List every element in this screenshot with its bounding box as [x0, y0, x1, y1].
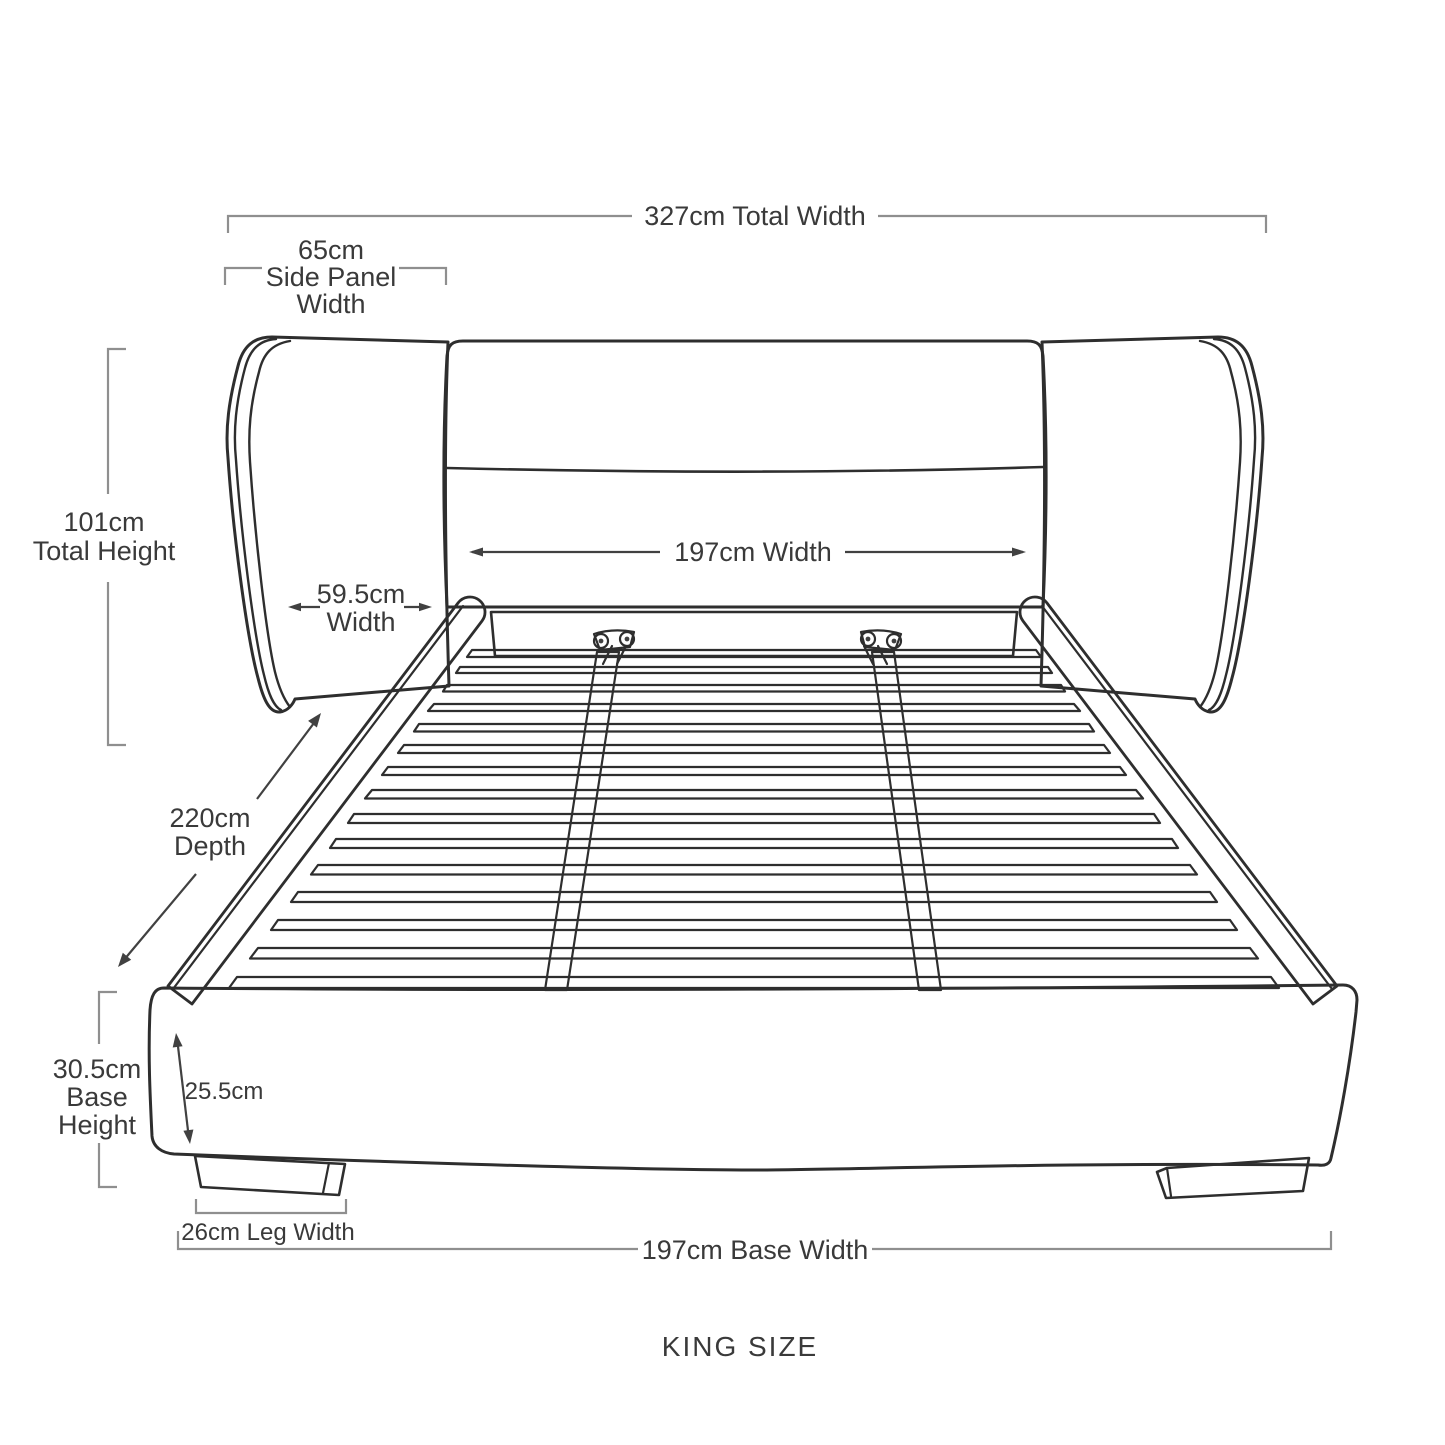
side-panel-width-line3: Width: [296, 289, 365, 319]
right-side-panel: [1039, 335, 1265, 714]
leg-front-height-label: 25.5cm: [185, 1078, 264, 1105]
headboard: [442, 339, 1048, 609]
dimension-leg-front-height: 25.5cm: [172, 1033, 264, 1144]
dimension-annotations: 327cm Total Width 65cm Side Panel Width …: [33, 201, 1333, 1362]
bed-line-art: [147, 335, 1359, 1200]
slats: [227, 648, 1281, 990]
left-panel-roll-line-inner: [248, 339, 292, 709]
dimension-headboard-width: 197cm Width: [469, 537, 1026, 567]
total-height-line2: Total Height: [33, 536, 176, 566]
base-panel: [147, 983, 1359, 1172]
depth-line2: Depth: [174, 831, 246, 861]
panel-face-width-line2: Width: [326, 607, 395, 637]
dimension-leg-width: 26cm Leg Width: [181, 1199, 355, 1246]
depth-line1: 220cm: [169, 803, 250, 833]
headboard-seam: [445, 465, 1045, 473]
hinge-left: [592, 629, 636, 666]
dimension-side-panel-width: 65cm Side Panel Width: [223, 235, 448, 319]
side-panel-width-line2: Side Panel: [266, 262, 397, 292]
total-width-label: 327cm Total Width: [644, 201, 866, 231]
left-side-rail: [166, 595, 487, 1006]
dimension-depth: 220cm Depth: [118, 713, 321, 967]
panel-face-width-line1: 59.5cm: [317, 579, 406, 609]
right-side-rail: [1018, 595, 1339, 1006]
dimension-base-width: 197cm Base Width: [176, 1231, 1333, 1265]
base-width-label: 197cm Base Width: [642, 1235, 869, 1265]
dimension-panel-face-width: 59.5cm Width: [288, 579, 432, 637]
base-height-line3: Height: [58, 1110, 137, 1140]
total-height-line1: 101cm: [63, 507, 144, 537]
right-panel-roll-line-outer: [1207, 337, 1257, 712]
center-support-rails: [543, 650, 943, 992]
side-panel-width-line1: 65cm: [298, 235, 364, 265]
leg-width-label: 26cm Leg Width: [181, 1219, 354, 1246]
dimension-total-width: 327cm Total Width: [226, 201, 1268, 233]
dimension-base-height: 30.5cm Base Height: [53, 990, 142, 1189]
right-panel-roll-line-inner: [1198, 339, 1242, 709]
left-side-panel: [225, 335, 451, 714]
headboard-width-label: 197cm Width: [674, 537, 832, 567]
hinge-right: [859, 629, 903, 666]
left-panel-roll-line-outer: [233, 337, 283, 712]
base-height-line2: Base: [66, 1082, 128, 1112]
dimension-total-height: 101cm Total Height: [33, 347, 176, 747]
left-leg: [193, 1154, 347, 1197]
base-height-line1: 30.5cm: [53, 1054, 142, 1084]
size-title: KING SIZE: [662, 1331, 818, 1362]
right-leg: [1155, 1156, 1311, 1200]
